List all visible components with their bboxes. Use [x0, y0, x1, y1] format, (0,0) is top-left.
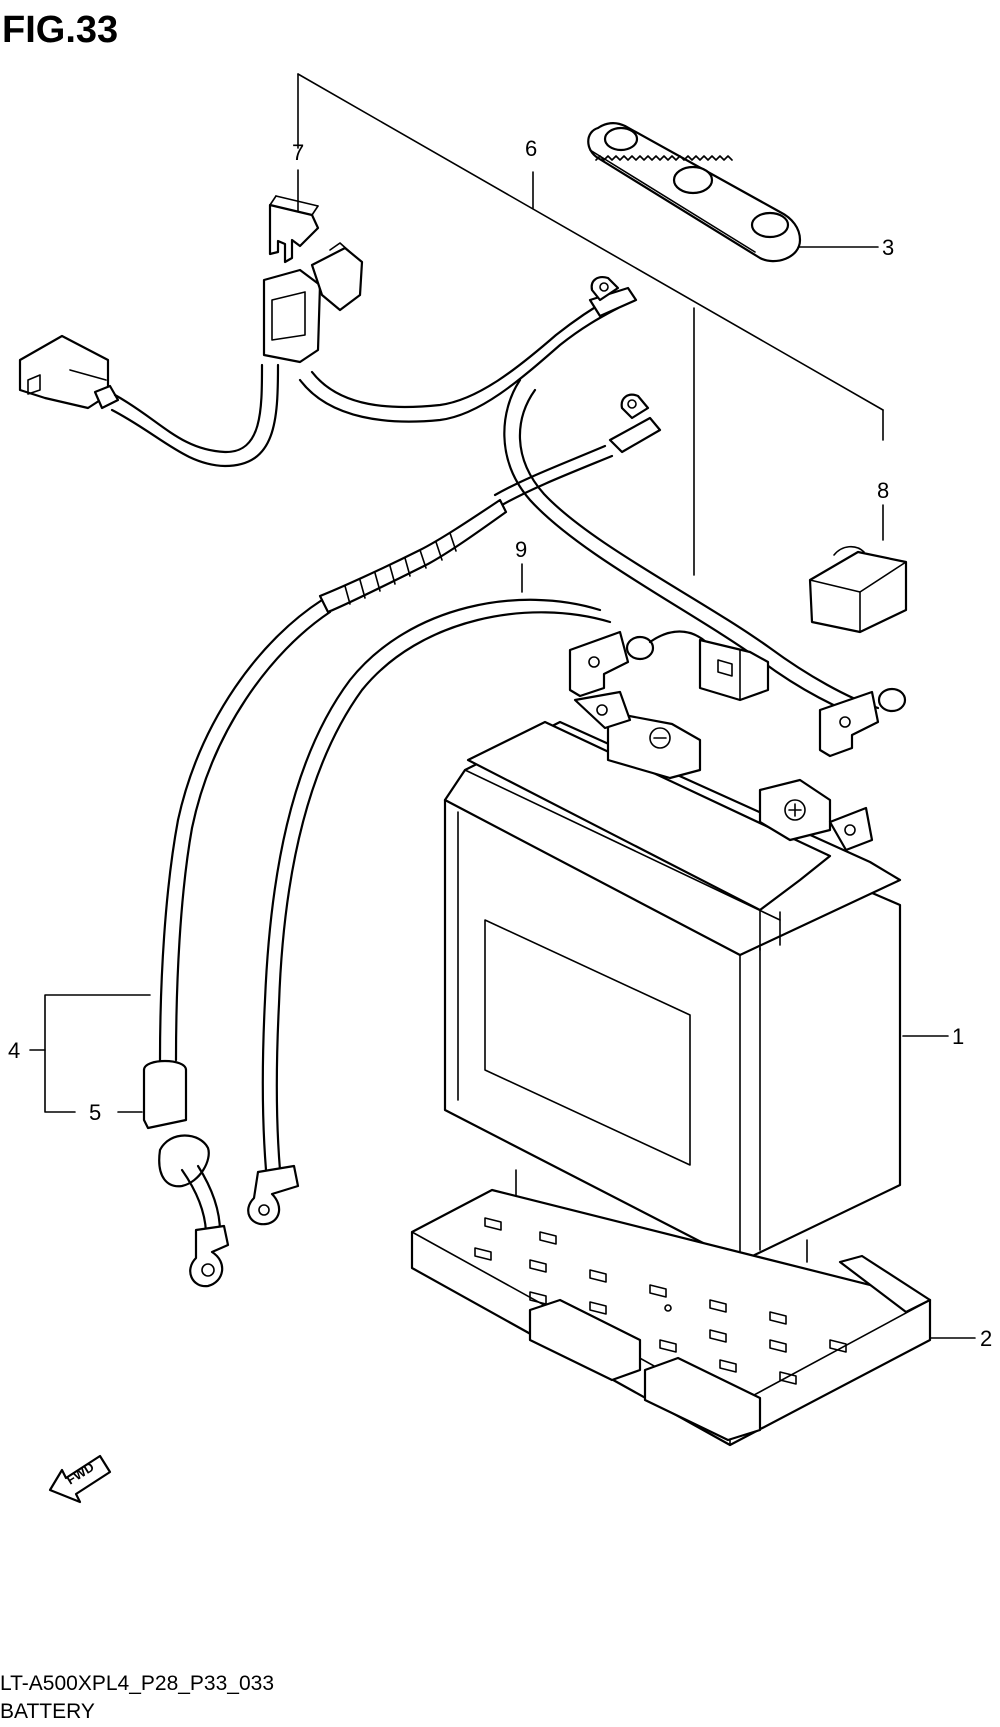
callout-2: 2 — [980, 1326, 992, 1351]
callout-9: 9 — [515, 537, 527, 562]
battery-part-1 — [443, 690, 902, 1264]
fuse-part-7 — [268, 195, 320, 264]
callout-6: 6 — [525, 136, 537, 161]
terminal-cap-part-8 — [808, 545, 908, 634]
callout-labels: 1 2 3 4 5 6 7 8 9 — [8, 136, 992, 1351]
leader-lines — [29, 73, 976, 1339]
figure-code: LT-A500XPL4_P28_P33_033 — [0, 1672, 274, 1695]
terminal-cover-part-3 — [587, 122, 802, 263]
callout-7: 7 — [292, 140, 304, 165]
tray-slots — [474, 1217, 847, 1385]
battery-tray-part-2 — [410, 1169, 932, 1447]
sub-harness-part-9 — [247, 598, 770, 1226]
negative-cable-part-4 — [142, 393, 662, 1288]
callout-4: 4 — [8, 1038, 20, 1063]
callout-5: 5 — [89, 1100, 101, 1125]
figure-name: BATTERY — [0, 1700, 95, 1723]
wire-harness-part-6 — [18, 242, 907, 758]
figure-title: FIG.33 — [2, 9, 118, 51]
callout-8: 8 — [877, 478, 889, 503]
callout-1: 1 — [952, 1024, 964, 1049]
forward-direction-arrow: FWD — [48, 1454, 112, 1504]
callout-3: 3 — [882, 235, 894, 260]
